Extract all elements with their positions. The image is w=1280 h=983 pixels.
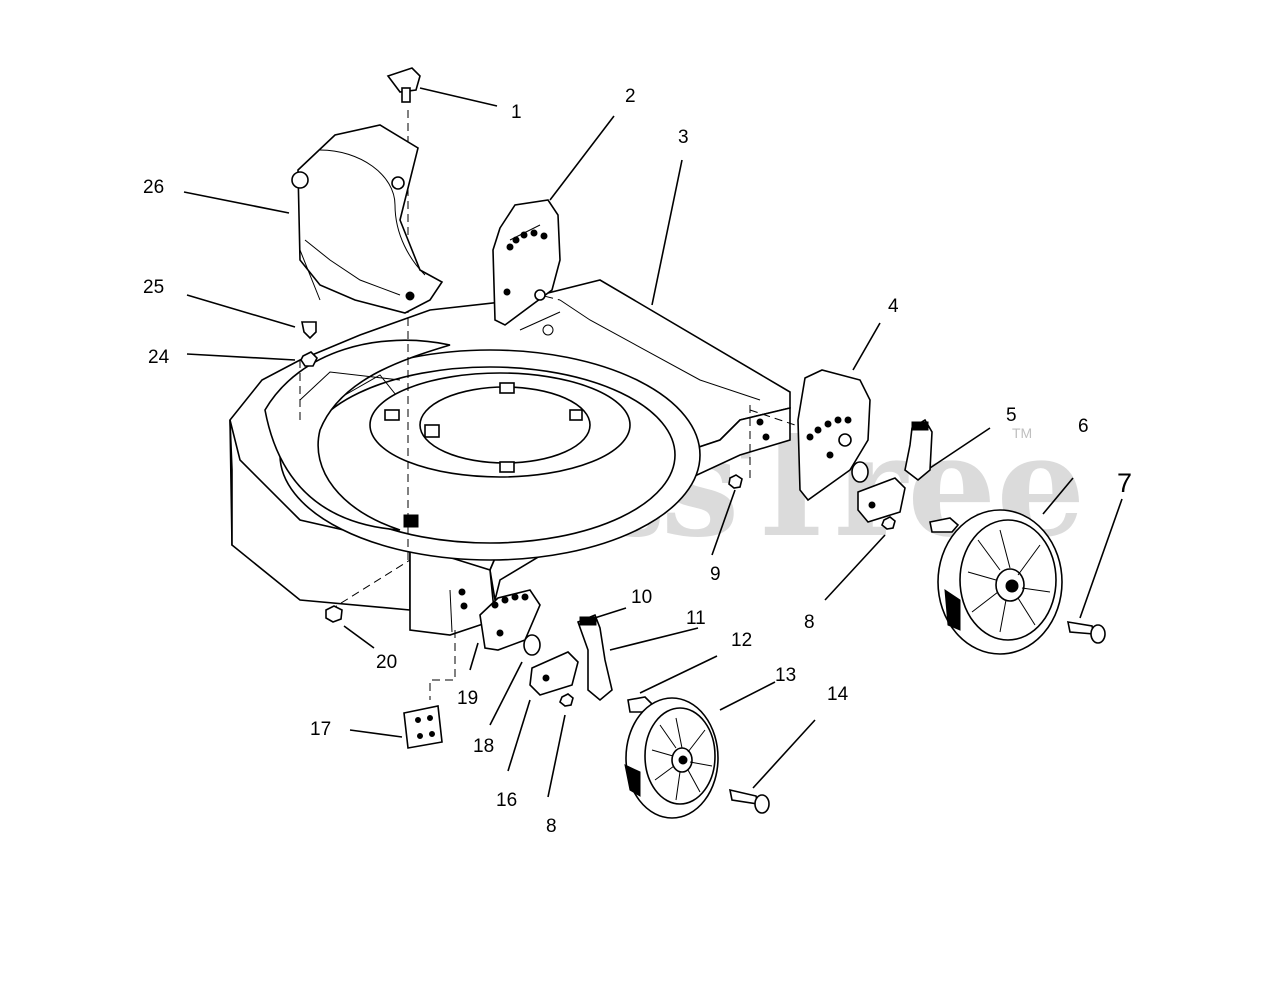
part-bolt-nut [300, 321, 318, 367]
part-knob [386, 67, 421, 103]
callout-20: 20 [376, 652, 397, 673]
callout-1: 1 [511, 102, 522, 123]
callout-26: 26 [143, 177, 164, 198]
callout-8-rear: 8 [804, 612, 815, 633]
callout-7: 7 [1117, 468, 1132, 498]
callout-25: 25 [143, 277, 164, 298]
callout-11: 11 [686, 608, 706, 629]
rear-wheel [937, 509, 1063, 655]
callout-24: 24 [148, 347, 170, 368]
part-plate-17 [403, 705, 443, 749]
callout-13: 13 [775, 665, 796, 686]
mower-deck [229, 279, 791, 636]
watermark-tm: TM [1012, 425, 1032, 441]
rear-wheel-hardware [851, 418, 960, 533]
part-nut-20 [325, 605, 343, 623]
rear-axle-bolt [1066, 621, 1106, 644]
callout-8-front: 8 [546, 816, 557, 837]
callout-2: 2 [625, 86, 636, 107]
part-height-bracket-4 [797, 369, 871, 502]
part-height-bracket-10 [479, 589, 541, 651]
callout-12: 12 [731, 630, 752, 651]
callout-5: 5 [1006, 405, 1017, 426]
callouts: 1 2 3 4 5 6 7 8 8 9 10 11 12 13 14 16 17… [143, 86, 1132, 837]
callout-16: 16 [496, 790, 517, 811]
callout-3: 3 [678, 127, 689, 148]
callout-6: 6 [1078, 416, 1089, 437]
front-wheel [624, 697, 719, 819]
part-height-bracket-2 [492, 199, 561, 326]
callout-4: 4 [888, 296, 899, 317]
front-wheel-hardware [523, 613, 654, 713]
callout-14: 14 [827, 684, 849, 705]
part-nut-9 [728, 474, 743, 489]
front-axle-bolt [728, 788, 770, 814]
callout-19: 19 [457, 688, 478, 709]
callout-10: 10 [631, 587, 652, 608]
callout-17: 17 [310, 719, 331, 740]
callout-18: 18 [473, 736, 494, 757]
leader-lines [183, 87, 1123, 798]
callout-9: 9 [710, 564, 721, 585]
part-chute-cover [291, 124, 444, 314]
